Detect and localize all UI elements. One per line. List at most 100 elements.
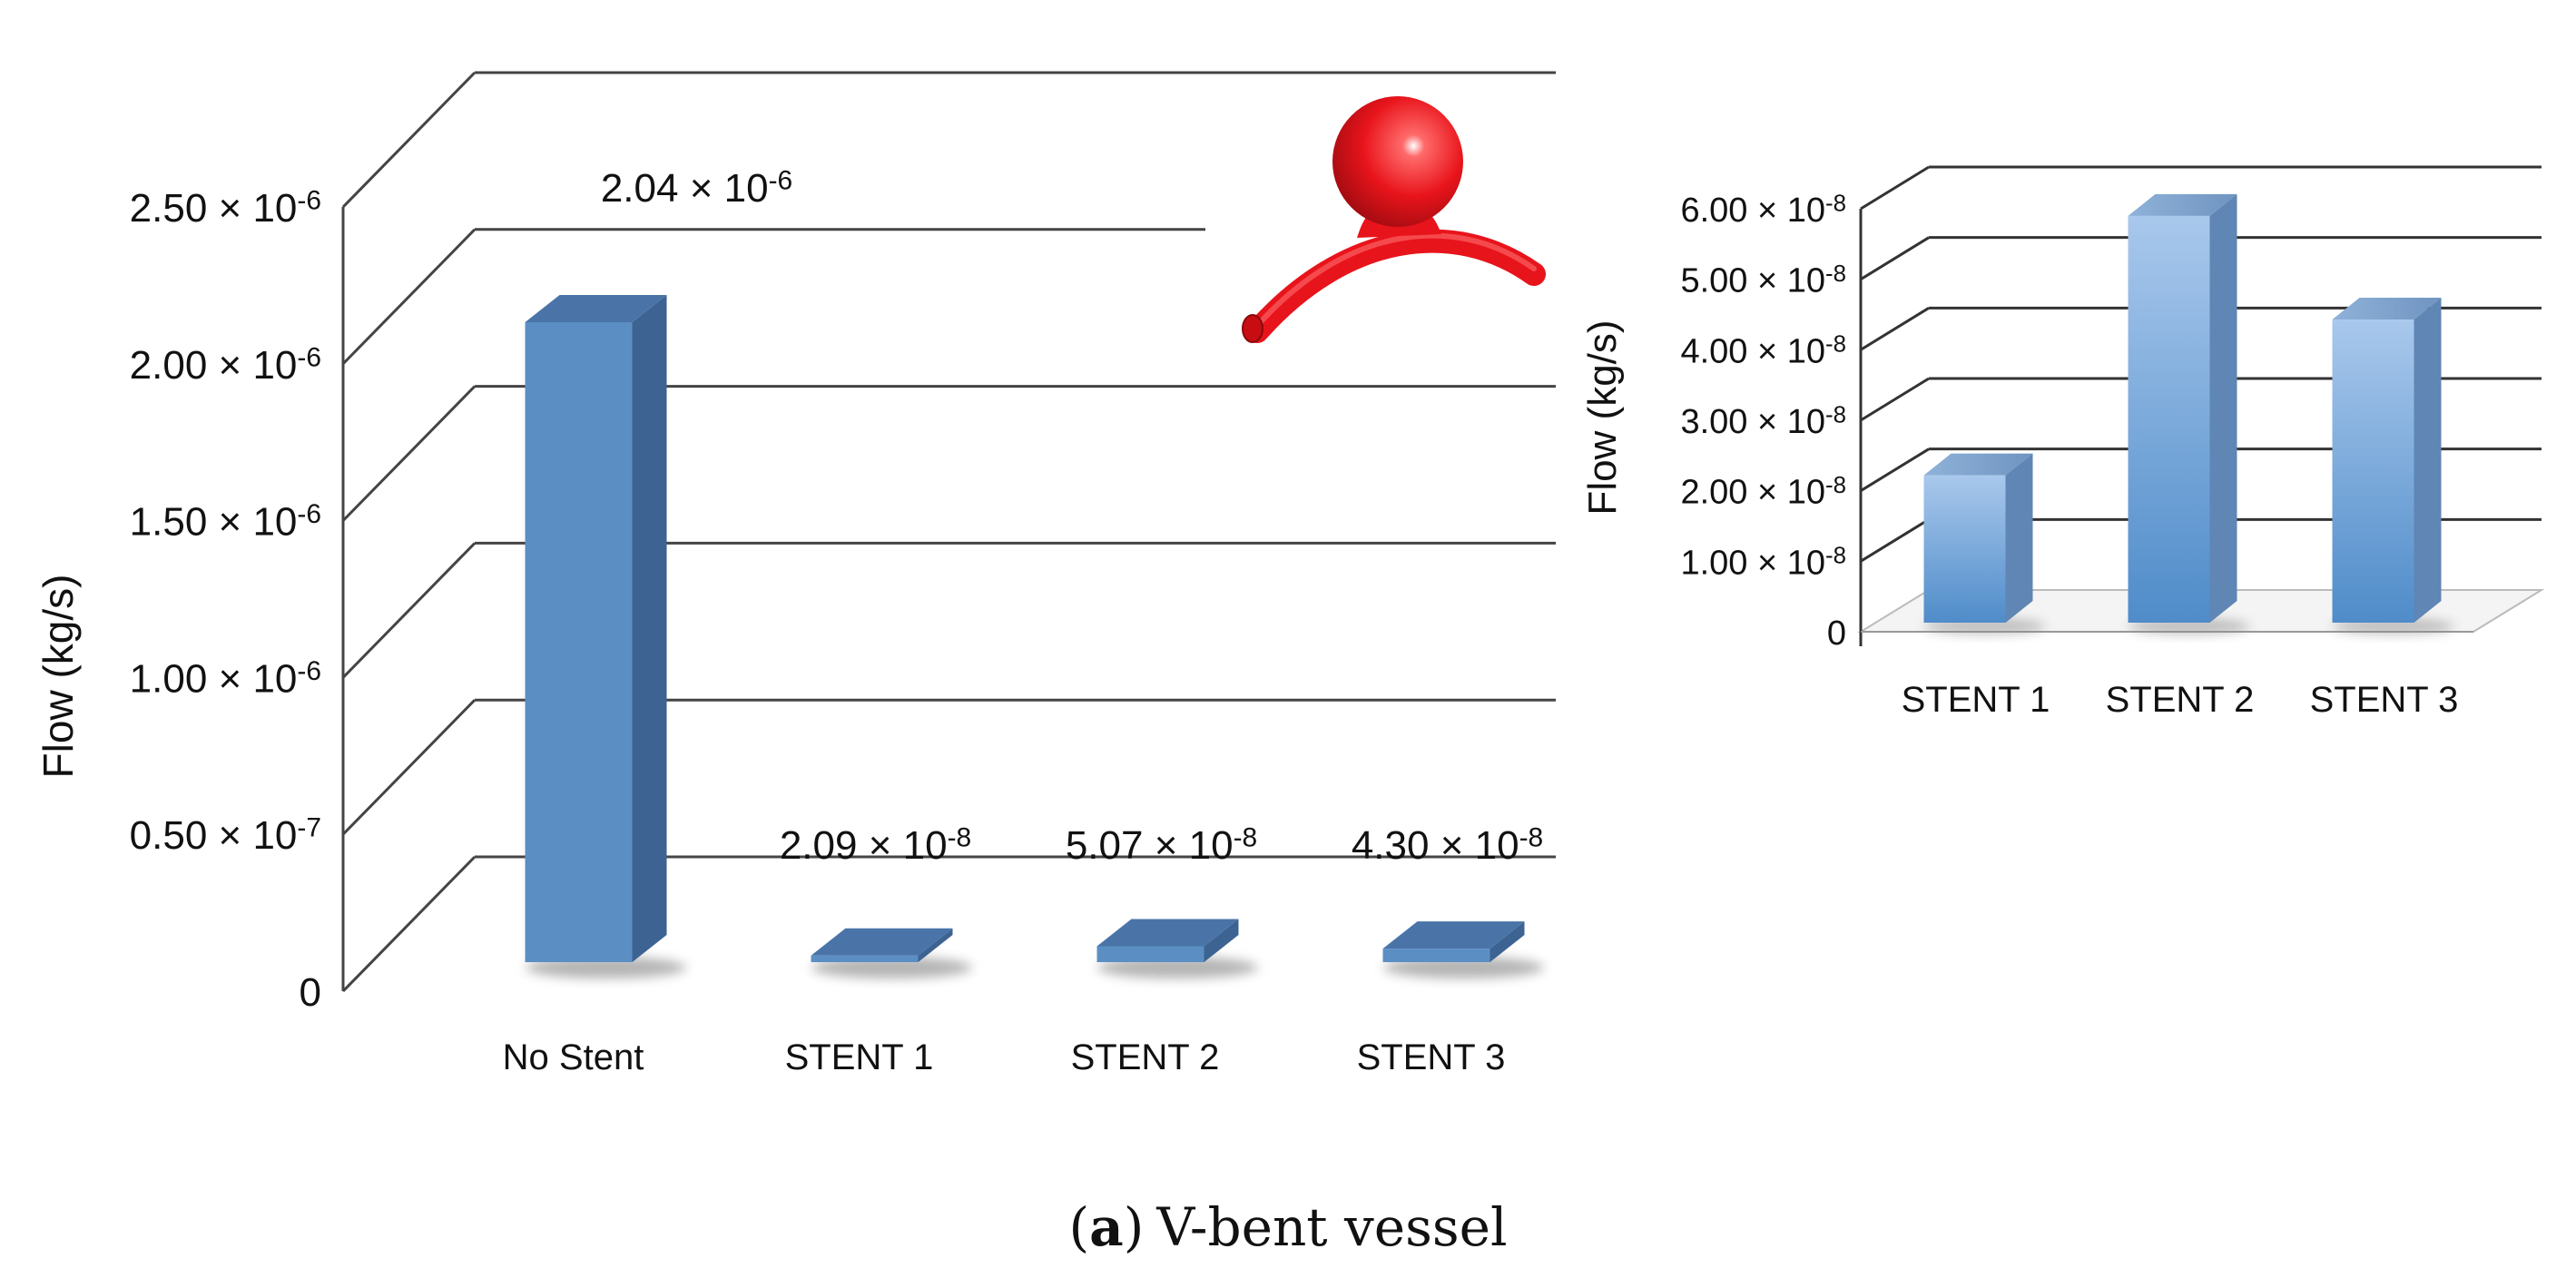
main-wall-gridline (341, 699, 477, 836)
inset-y-tick-mantissa: 2.00 (1680, 474, 1747, 512)
inset-wall-gridline (1860, 165, 1930, 211)
inset-y-tick-mantissa: 5.00 (1680, 262, 1747, 300)
main-wall-gridline (341, 71, 477, 209)
main-data-label-times: × 10 (857, 823, 947, 868)
main-bar-top (525, 294, 667, 322)
main-data-label: 4.30 × 10-8 (1352, 823, 1543, 868)
main-y-tick: 1.00 × 10-6 (130, 656, 321, 701)
inset-y-tick-value: 0 (1827, 615, 1846, 653)
main-wall-gridline (341, 855, 477, 993)
main-y-tick: 0.50 × 10-7 (130, 813, 321, 858)
main-y-tick-mantissa: 2.50 (130, 186, 208, 231)
inset-bar-front (1923, 475, 2006, 623)
main-data-label-mantissa: 2.04 (601, 166, 679, 211)
inset-y-tick-times: × 10 (1747, 332, 1825, 370)
main-y-tick: 1.50 × 10-6 (130, 499, 321, 544)
inset-y-tick-mantissa: 3.00 (1680, 403, 1747, 441)
main-y-tick-times: × 10 (207, 813, 297, 858)
inset-y-tick-mantissa: 4.00 (1680, 332, 1747, 370)
inset-bar-side (2414, 298, 2442, 623)
main-y-tick: 2.00 × 10-6 (130, 342, 321, 387)
main-bar-front (811, 955, 919, 962)
main-y-tick-exponent: -6 (297, 656, 321, 686)
main-y-tick-times: × 10 (207, 656, 297, 701)
caption-text: V-bent vessel (1155, 1196, 1507, 1258)
main-y-tick-value: 0 (300, 970, 321, 1015)
main-bar-chart: 00.50 × 10-71.00 × 10-61.50 × 10-62.00 ×… (34, 71, 1556, 1077)
main-y-tick-exponent: -6 (297, 342, 321, 372)
inset-y-tick: 3.00 × 10-8 (1680, 402, 1846, 441)
inset-y-tick-times: × 10 (1747, 403, 1825, 441)
main-y-tick-times: × 10 (207, 186, 297, 231)
main-y-axis-title: Flow (kg/s) (34, 575, 82, 779)
inset-y-tick-exponent: -8 (1825, 544, 1846, 569)
inset-y-tick-times: × 10 (1747, 544, 1825, 582)
main-bar-side (1490, 921, 1525, 962)
inset-wall-gridline (1860, 307, 1930, 351)
inset-wall-gridline (1860, 236, 1930, 280)
inset-bars (1923, 193, 2454, 634)
inset-y-tick-exponent: -8 (1825, 402, 1846, 428)
inset-y-tick-labels: 01.00 × 10-82.00 × 10-83.00 × 10-84.00 ×… (1680, 191, 1846, 653)
main-bar (811, 928, 972, 978)
inset-bar (2128, 193, 2250, 634)
main-bar-top (1096, 919, 1239, 947)
main-category-label: No Stent (503, 1037, 644, 1077)
inset-wall-gridline (1860, 377, 1930, 422)
inset-bar-top (2332, 298, 2442, 320)
inset-y-tick-exponent: -8 (1825, 332, 1846, 358)
main-data-label-exponent: -6 (769, 166, 793, 196)
inset-y-tick-exponent: -8 (1825, 261, 1846, 287)
main-data-label-exponent: -8 (948, 823, 972, 853)
inset-y-tick: 1.00 × 10-8 (1680, 544, 1846, 583)
inset-y-tick: 6.00 × 10-8 (1680, 191, 1846, 230)
main-y-tick-times: × 10 (207, 500, 297, 545)
main-data-label-exponent: -8 (1234, 823, 1258, 853)
inset-wall-gridline (1860, 518, 1930, 563)
inset-bar (2332, 298, 2454, 634)
inset-y-tick-mantissa: 1.00 (1680, 544, 1747, 582)
main-data-label: 5.07 × 10-8 (1066, 823, 1257, 868)
main-bar-top (1382, 921, 1525, 949)
main-bar-side (918, 928, 953, 962)
main-bar-front (1382, 949, 1490, 962)
inset-y-tick-times: × 10 (1747, 192, 1825, 230)
main-y-tick-labels: 00.50 × 10-71.00 × 10-61.50 × 10-62.00 ×… (130, 186, 321, 1015)
main-data-label-mantissa: 5.07 (1066, 823, 1144, 868)
inset-y-tick-times: × 10 (1747, 474, 1825, 512)
inset-bar (1923, 453, 2046, 634)
main-category-label: STENT 2 (1071, 1037, 1220, 1077)
caption-letter: a (1089, 1196, 1124, 1258)
main-y-tick-mantissa: 2.00 (130, 343, 208, 388)
main-data-label-times: × 10 (1429, 823, 1519, 868)
inset-y-tick: 4.00 × 10-8 (1680, 332, 1846, 371)
inset-category-label: STENT 3 (2310, 680, 2459, 720)
main-y-tick: 0 (300, 970, 321, 1015)
main-bar-front (525, 321, 633, 962)
main-y-tick-mantissa: 1.50 (130, 500, 208, 545)
main-y-tick-mantissa: 0.50 (130, 813, 208, 858)
inset-wall-gridline (1860, 447, 1930, 492)
main-bars (525, 294, 1544, 978)
main-data-label-exponent: -8 (1519, 823, 1544, 853)
main-wall-gridline (341, 542, 477, 679)
main-bar-top (811, 928, 953, 956)
inset-y-tick-exponent: -8 (1825, 191, 1846, 216)
inset-y-axis-title: Flow (kg/s) (1580, 320, 1625, 515)
main-data-label-mantissa: 4.30 (1352, 823, 1430, 868)
main-y-tick-times: × 10 (207, 343, 297, 388)
figure-caption: (a)V-bent vessel (1068, 1196, 1507, 1258)
main-data-label: 2.04 × 10-6 (601, 166, 792, 211)
inset-bar-side (2005, 453, 2033, 623)
inset-bar-side (2209, 193, 2237, 623)
main-bar-side (1204, 919, 1239, 962)
main-y-tick-mantissa: 1.00 (130, 656, 208, 701)
inset-bar-chart: 01.00 × 10-82.00 × 10-83.00 × 10-84.00 ×… (1580, 165, 2545, 720)
main-y-tick: 2.50 × 10-6 (130, 186, 321, 231)
inset-bar-top (1923, 453, 2033, 476)
inset-y-tick-mantissa: 6.00 (1680, 192, 1747, 230)
